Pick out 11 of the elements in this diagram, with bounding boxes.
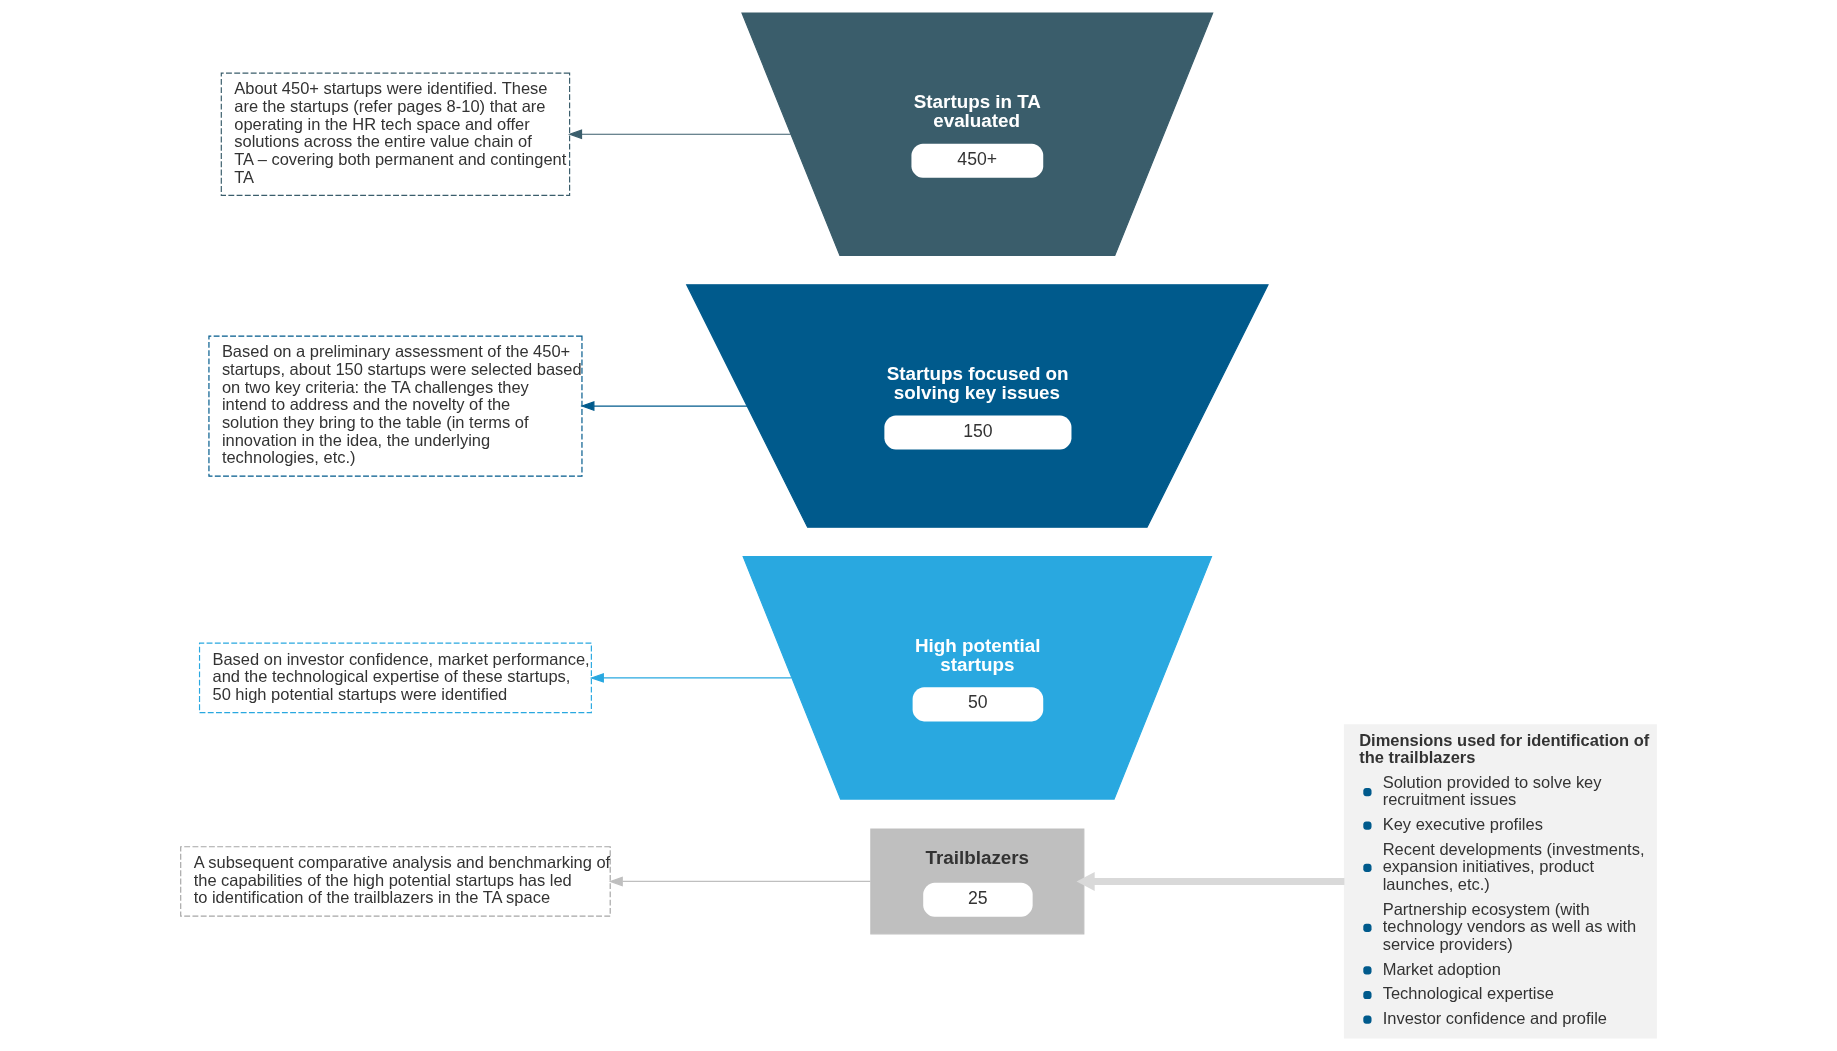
arrow: [580, 401, 748, 411]
node-box: Based on investor confidence, market performance, and the technological expertise of these startups, 50 high potential startups were identified: [198, 642, 592, 714]
arrow: [1076, 871, 1345, 891]
arrow: [608, 876, 872, 887]
arrow: [567, 129, 792, 140]
node-box: Dimensions used for identification of the trailblazers Solution provided to solve key recruitment issues Key executive profiles Recent developments (investments, expansion initiatives, product launches, etc.) Partnership ecosystem (with technology vendors as well as with service providers) Market adoption Technological expertise Investor confidence and profile: [1343, 724, 1657, 1039]
node-box: A subsequent comparative analysis and benchmarking of the capabilities of the high potential startups has led to identification of the trailblazers in the TA space: [180, 846, 611, 917]
node-box: Trailblazers 25: [870, 828, 1085, 935]
node-box: About 450+ startups were identified. These are the startups (refer pages 8-10) that are operating in the HR tech space and offer solutions across the entire value chain of TA – covering both permanent and contingent TA: [220, 72, 571, 196]
arrow: [589, 672, 793, 683]
node-box: Based on a preliminary assessment of the 450+ startups, about 150 startups were selected based on two key criteria: the TA challenges they intend to address and the novelty of the solution they bring to the table (in terms of innovation in the idea, the underlying technologies, etc.): [208, 335, 583, 477]
